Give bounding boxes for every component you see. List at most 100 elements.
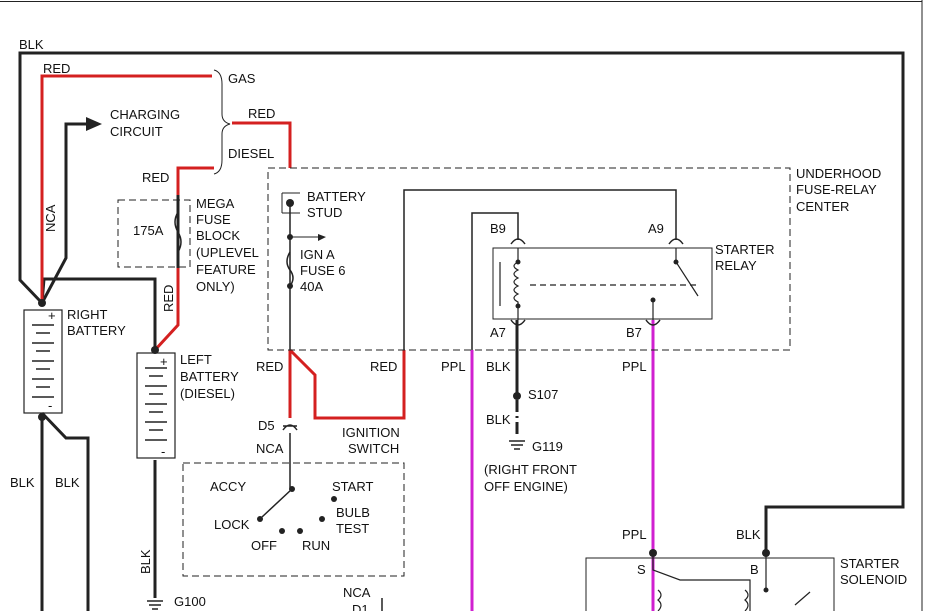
starter-relay-internals — [499, 248, 700, 320]
label-sol-s: S — [637, 562, 646, 577]
label-gas: GAS — [228, 71, 256, 86]
solenoid-contact — [794, 591, 811, 606]
ground-g119-icon — [509, 440, 525, 450]
label-mega-2: FUSE — [196, 212, 231, 227]
label-s107: S107 — [528, 387, 558, 402]
label-location-2: OFF ENGINE) — [484, 479, 568, 494]
connector-a7 — [510, 319, 526, 326]
label-mega-1: MEGA — [196, 196, 235, 211]
label-left-battery-2: BATTERY — [180, 369, 239, 384]
label-right-battery-1: RIGHT — [67, 307, 108, 322]
blk-right-battery-ground-2 — [40, 411, 90, 611]
relay-coil-top-dot — [515, 259, 521, 265]
label-left-minus: - — [161, 444, 165, 459]
label-location-1: (RIGHT FRONT — [484, 462, 577, 477]
label-starter-relay-2: RELAY — [715, 258, 757, 273]
label-underhood-3: CENTER — [796, 199, 849, 214]
fuse-tap-arrow-icon — [318, 234, 326, 241]
label-right-plus: + — [48, 308, 56, 323]
label-starter-solenoid-1: STARTER — [840, 556, 899, 571]
label-battery-stud-2: STUD — [307, 205, 342, 220]
left-battery-junction — [151, 346, 159, 354]
label-run: RUN — [302, 538, 330, 553]
relay-coil-symbol — [513, 248, 520, 320]
label-red-diesel: RED — [248, 106, 275, 121]
label-accy: ACCY — [210, 479, 246, 494]
label-lock: LOCK — [214, 517, 250, 532]
red-gas-wire — [40, 74, 212, 303]
label-red-ign-2: RED — [370, 359, 397, 374]
label-fuse-1: IGN A — [300, 247, 335, 262]
ign-switch-contact-bulb — [319, 516, 325, 522]
charging-arrow-icon — [86, 117, 102, 131]
label-blk-solenoid: BLK — [736, 527, 761, 542]
label-mega-5: FEATURE — [196, 262, 256, 277]
label-a9: A9 — [648, 221, 664, 236]
label-nca-vertical: NCA — [43, 204, 58, 232]
label-mega-rating: 175A — [133, 223, 164, 238]
thin-black-wires — [289, 189, 677, 611]
label-battery-stud-1: BATTERY — [307, 189, 366, 204]
label-a7: A7 — [490, 325, 506, 340]
left-battery-symbol — [136, 352, 176, 459]
label-nca-d1: NCA — [343, 585, 371, 600]
label-ign-switch-1: IGNITION — [342, 425, 400, 440]
label-red-ign-1: RED — [256, 359, 283, 374]
label-left-plus: + — [160, 354, 168, 369]
ign-switch-contact-accy — [257, 516, 263, 522]
solenoid-internals — [652, 553, 811, 611]
label-red-mega: RED — [142, 170, 169, 185]
starter-solenoid-box — [585, 557, 835, 611]
ign-switch-blade — [261, 488, 293, 518]
battery-stud-bracket — [281, 192, 300, 214]
label-b9: B9 — [490, 221, 506, 236]
red-ign-switch-loop — [288, 348, 406, 420]
label-left-battery-3: (DIESEL) — [180, 386, 235, 401]
label-off: OFF — [251, 538, 277, 553]
right-battery-junction — [38, 299, 46, 307]
ignition-switch-box — [182, 462, 405, 577]
label-mega-6: ONLY) — [196, 279, 235, 294]
ign-switch-contact-lock — [279, 528, 285, 534]
label-d1: D1 — [352, 602, 369, 611]
relay-switch-contact-dot — [650, 297, 656, 303]
solenoid-b-contact-dot — [763, 587, 769, 593]
red-left-battery-wire — [153, 268, 180, 352]
label-blk-left-1: BLK — [10, 475, 35, 490]
label-charging-2: CIRCUIT — [110, 124, 163, 139]
solenoid-coil-2 — [744, 589, 749, 611]
label-sol-b: B — [750, 562, 759, 577]
solenoid-coil-1 — [657, 589, 662, 611]
label-underhood-2: FUSE-RELAY — [796, 182, 877, 197]
solenoid-s-wire — [652, 553, 751, 611]
label-g119: G119 — [532, 439, 563, 454]
relay-switch-contact — [652, 248, 699, 320]
ground-g100-icon — [147, 600, 163, 610]
label-red-gas: RED — [43, 61, 70, 76]
label-start: START — [332, 479, 373, 494]
label-ppl-solenoid: PPL — [622, 527, 647, 542]
label-red-vertical: RED — [161, 285, 176, 312]
label-blk-top: BLK — [19, 37, 44, 52]
mega-fuse-symbol — [174, 211, 182, 253]
label-ign-switch-2: SWITCH — [348, 441, 399, 456]
ground-symbols — [147, 440, 525, 610]
label-bulb-2: TEST — [336, 521, 369, 536]
gas-diesel-brace — [213, 69, 231, 175]
starter-relay-box — [492, 247, 713, 320]
connector-b7 — [645, 319, 661, 326]
red-diesel-wire — [232, 121, 292, 168]
label-starter-relay-1: STARTER — [715, 242, 774, 257]
label-b7: B7 — [626, 325, 642, 340]
label-g100: G100 — [174, 594, 206, 609]
connector-a9 — [668, 238, 684, 245]
label-bulb-1: BULB — [336, 505, 370, 520]
red-mega-top-wire — [176, 166, 214, 195]
right-battery-minus-junction — [38, 413, 46, 421]
label-starter-solenoid-2: SOLENOID — [840, 572, 907, 587]
label-d5: D5 — [258, 418, 275, 433]
label-nca-d5: NCA — [256, 441, 284, 456]
label-left-battery-1: LEFT — [180, 352, 212, 367]
label-mega-4: (UPLEVEL — [196, 245, 259, 260]
